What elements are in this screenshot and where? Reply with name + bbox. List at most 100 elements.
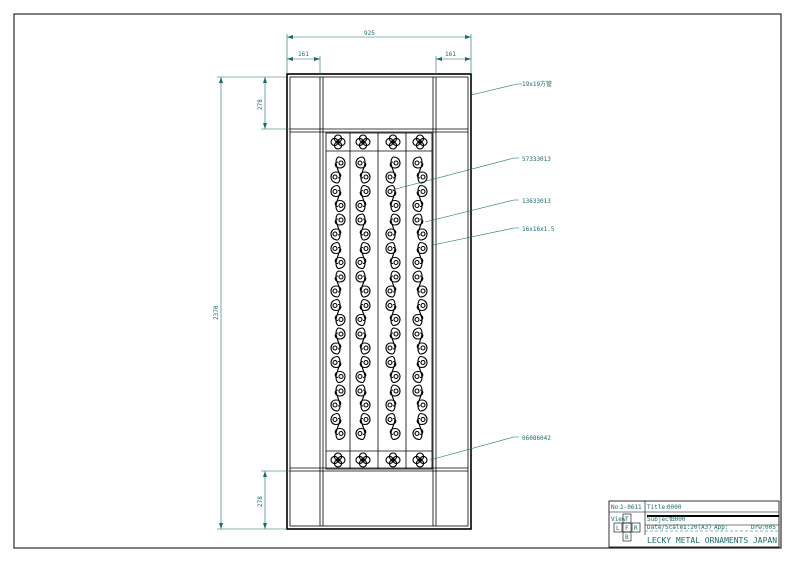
scroll-element-curl xyxy=(363,345,369,351)
frame-inner xyxy=(289,76,469,527)
top-rosette-center xyxy=(335,139,341,145)
scroll-element-curl xyxy=(338,316,344,323)
scroll-element-curl xyxy=(338,160,344,166)
top-rosette-center xyxy=(360,139,366,145)
scroll-element-curl xyxy=(387,188,393,195)
scroll-element-curl xyxy=(420,402,426,408)
scroll-element-curl xyxy=(420,416,426,423)
scroll-element-curl xyxy=(357,274,363,280)
scroll-element-curl xyxy=(387,174,393,180)
label-bottom-rosette: 06086042 xyxy=(522,435,551,442)
scroll-element-curl xyxy=(338,202,344,209)
scroll-element-curl xyxy=(387,231,393,237)
scroll-panel-box xyxy=(325,132,433,470)
approved-label: App: xyxy=(714,524,728,531)
drawn-label: Drw: xyxy=(751,524,765,531)
scroll-element-curl xyxy=(393,160,399,166)
scroll-element-curl xyxy=(332,302,338,309)
scroll-element xyxy=(355,184,371,213)
scroll-element-curl xyxy=(363,188,369,195)
leader-rosette xyxy=(391,157,519,191)
scroll-element xyxy=(412,270,428,298)
scroll-element-curl xyxy=(393,217,399,223)
sheet-border xyxy=(13,13,782,549)
top-rosette-petal xyxy=(392,137,401,147)
dimension-arrows xyxy=(219,35,471,529)
scroll-element-curl xyxy=(363,288,369,294)
scroll-element xyxy=(355,327,371,355)
scroll-element-curl xyxy=(332,174,338,180)
view-cell-left: L xyxy=(616,525,620,532)
top-rosette-center xyxy=(417,139,423,145)
scroll-element-curl xyxy=(357,217,363,223)
scroll-element xyxy=(355,298,371,327)
bottom-rosette-petal xyxy=(392,455,401,465)
dim-bottom-rail: 278 xyxy=(257,496,264,507)
scroll-element-curl xyxy=(332,188,338,195)
scroll-element-curl xyxy=(357,430,363,437)
scroll-element-curl xyxy=(420,245,426,252)
scroll-element-curl xyxy=(332,402,338,408)
scroll-element xyxy=(412,327,428,355)
scroll-element-curl xyxy=(363,359,369,366)
view-cross xyxy=(613,513,641,542)
scroll-element xyxy=(385,156,401,184)
scroll-element-curl xyxy=(420,345,426,351)
company-name: LECKY METAL ORNAMENTS JAPAN xyxy=(647,536,777,545)
scroll-element xyxy=(330,156,346,184)
scroll-element-curl xyxy=(357,259,363,266)
scroll-element-curl xyxy=(393,316,399,323)
scroll-element-curl xyxy=(338,430,344,437)
scroll-element-curl xyxy=(393,202,399,209)
scroll-element-curl xyxy=(332,359,338,366)
dim-total-width: 925 xyxy=(364,30,375,37)
scroll-element xyxy=(355,355,371,384)
scroll-element xyxy=(385,412,401,441)
scroll-element xyxy=(412,184,428,213)
scroll-element-curl xyxy=(338,217,344,223)
scroll-element-curl xyxy=(420,174,426,180)
scroll-element-curl xyxy=(332,416,338,423)
scroll-element-curl xyxy=(363,245,369,252)
scroll-element-curl xyxy=(414,160,420,166)
scroll-element xyxy=(355,270,371,298)
scroll-element-curl xyxy=(414,316,420,323)
ornament-pattern xyxy=(326,133,432,469)
scroll-element-curl xyxy=(387,416,393,423)
label-frame-tube: 19x19方管 xyxy=(522,80,552,88)
scroll-element-curl xyxy=(338,259,344,266)
scroll-element xyxy=(355,156,371,184)
scroll-element xyxy=(412,384,428,412)
top-rosette-petal xyxy=(337,137,346,147)
scroll-element xyxy=(330,270,346,298)
label-rosette: 57333013 xyxy=(522,156,551,163)
scroll-element-curl xyxy=(414,217,420,223)
leader-flat-bar xyxy=(432,227,519,246)
scroll-element-curl xyxy=(387,402,393,408)
scroll-element-curl xyxy=(363,231,369,237)
scroll-element xyxy=(355,412,371,441)
bottom-rosette-center xyxy=(335,457,341,463)
leader-bottom-rosette xyxy=(429,436,519,461)
scroll-element-curl xyxy=(357,316,363,323)
scroll-element xyxy=(355,241,371,270)
leader-scroll xyxy=(424,199,519,223)
scale: 1:20(A3) xyxy=(683,524,712,531)
scroll-element xyxy=(330,184,346,213)
dim-top-rail: 278 xyxy=(257,99,264,110)
scroll-element-curl xyxy=(338,373,344,380)
dimension-lines xyxy=(217,34,472,530)
scroll-element-curl xyxy=(357,373,363,380)
scroll-element-curl xyxy=(387,245,393,252)
scroll-element-curl xyxy=(357,202,363,209)
title-block-border xyxy=(608,500,780,548)
drawn-by: 005 xyxy=(765,524,776,531)
scroll-element-curl xyxy=(393,430,399,437)
scroll-element xyxy=(412,213,428,241)
scroll-element xyxy=(330,355,346,384)
scroll-element-curl xyxy=(332,288,338,294)
scroll-element-curl xyxy=(387,345,393,351)
scroll-element-curl xyxy=(393,274,399,280)
scroll-element xyxy=(412,298,428,327)
